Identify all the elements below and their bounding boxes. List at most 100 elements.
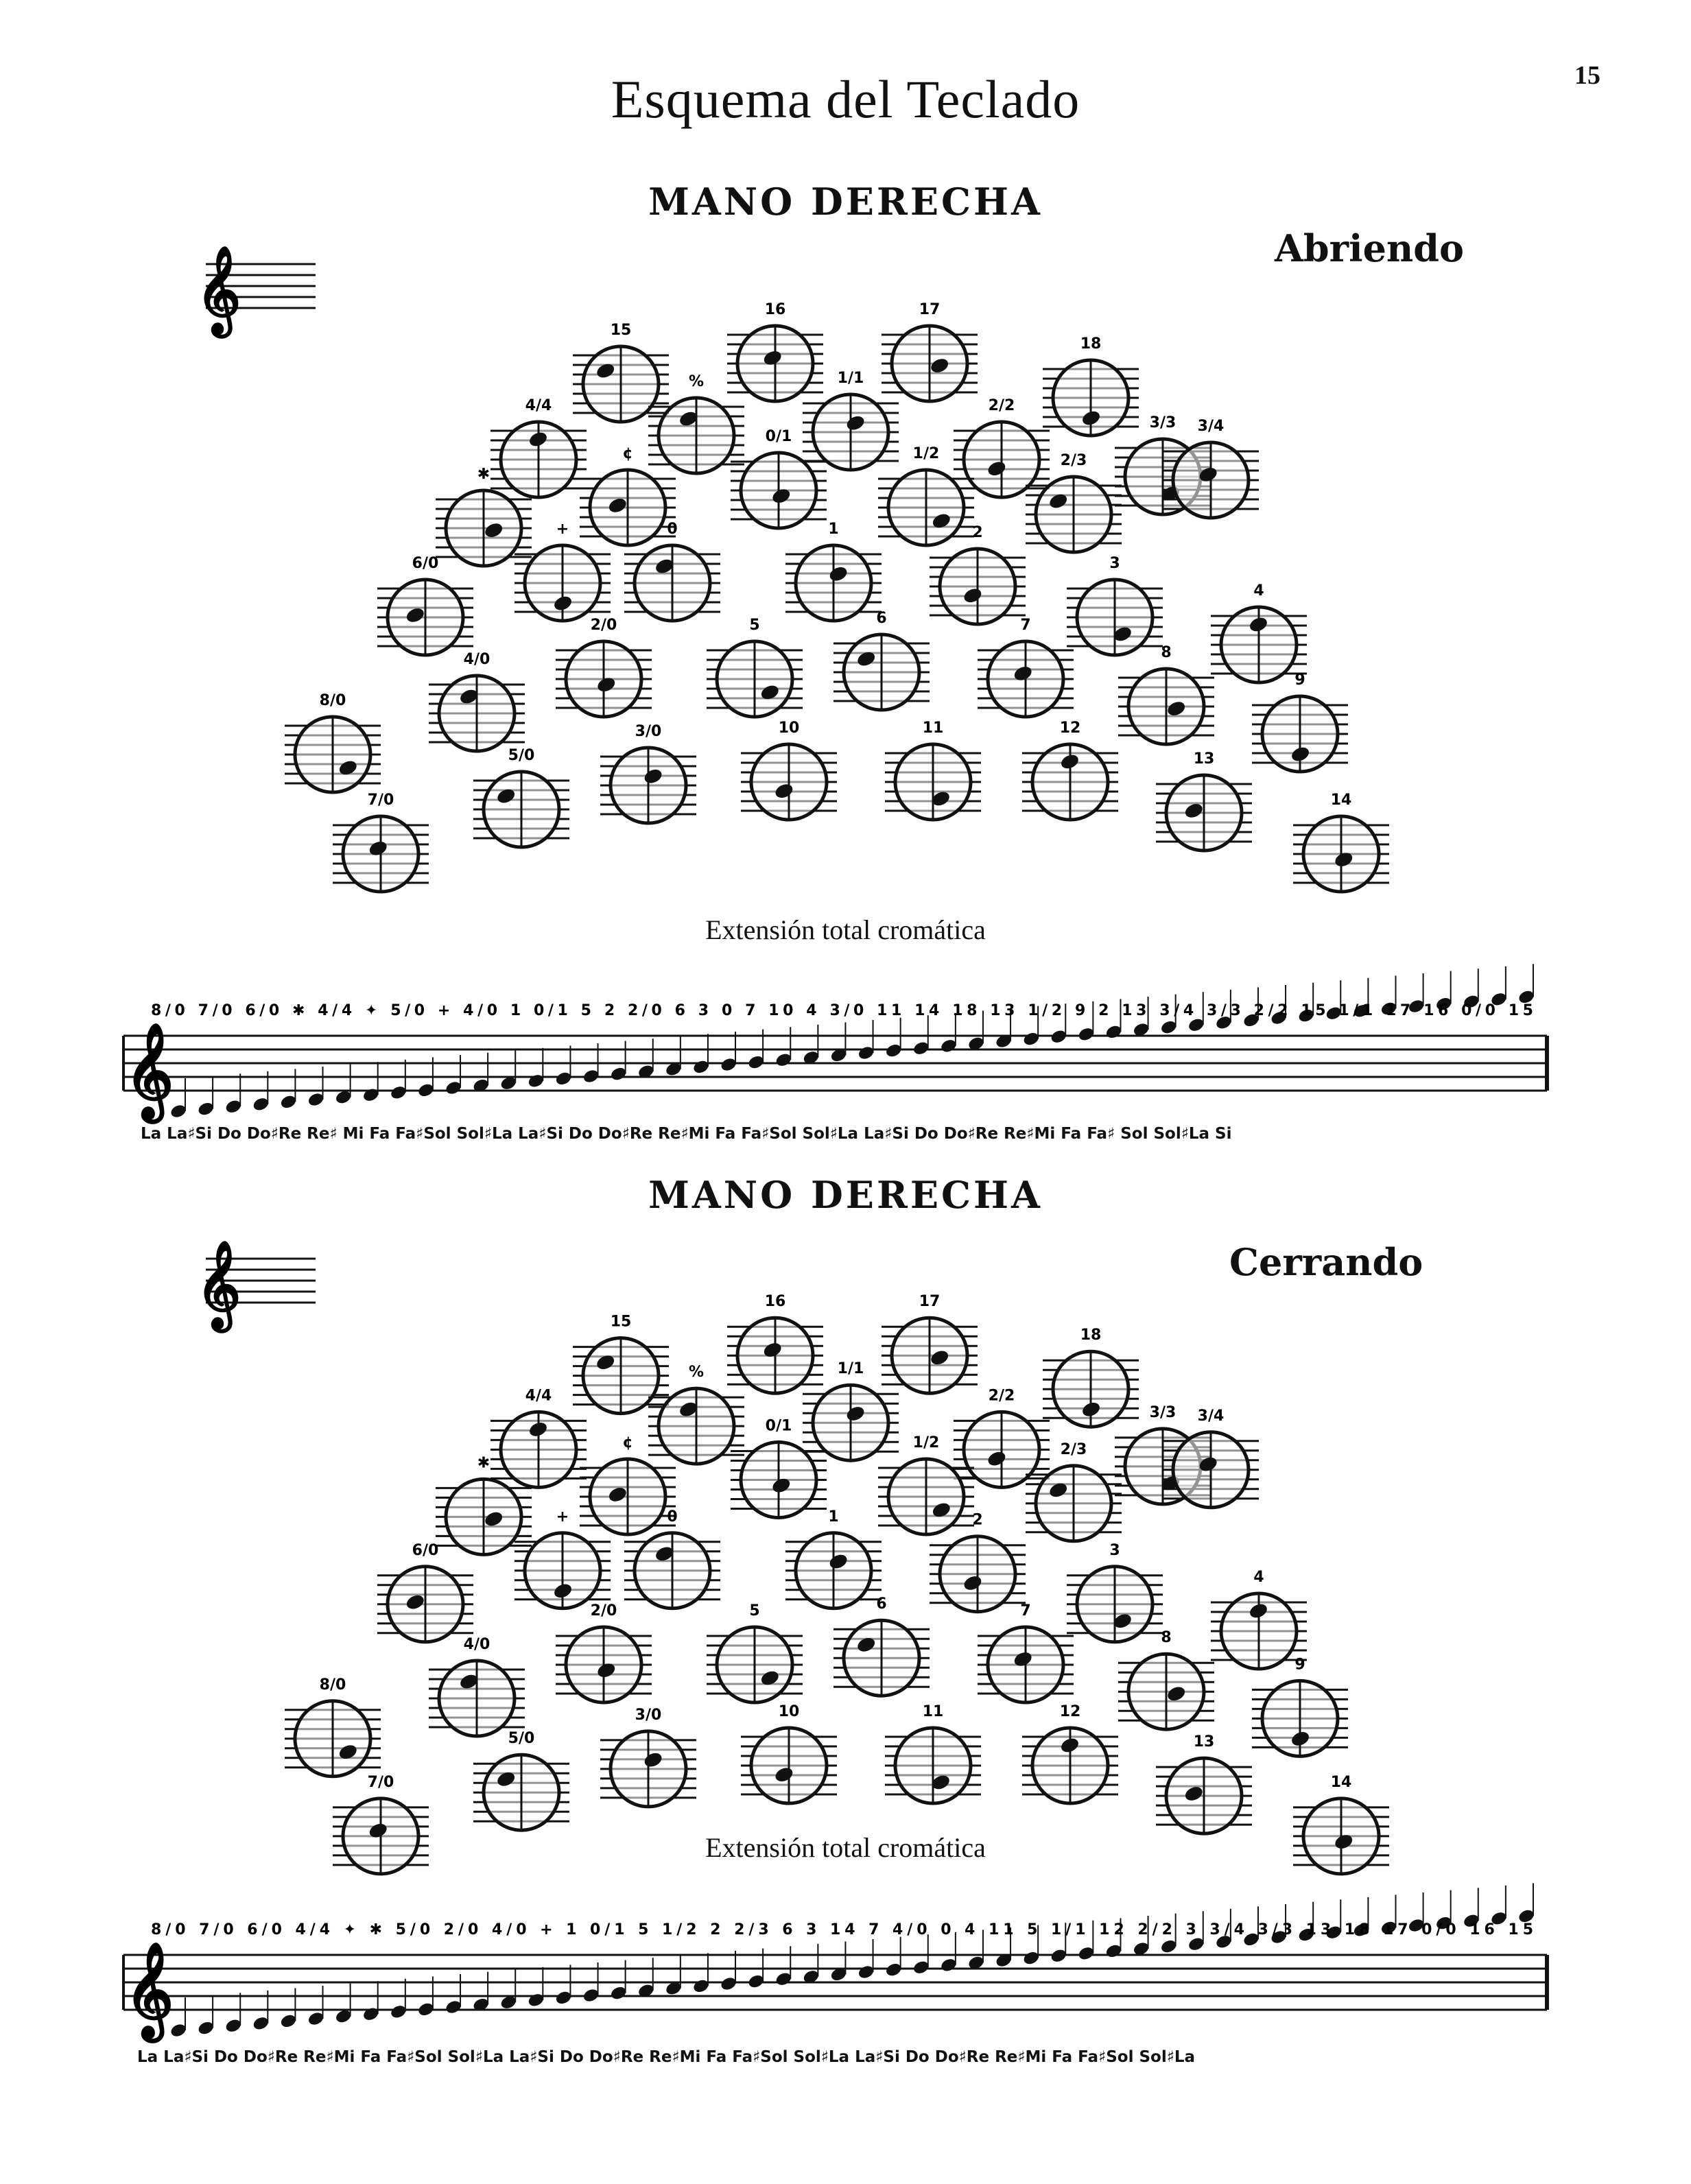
note-head	[391, 2006, 406, 2018]
button-label: 2/0	[591, 617, 617, 634]
note-head	[308, 2013, 324, 2025]
button-label: 1	[828, 521, 838, 538]
keyboard-button: 0	[624, 521, 720, 623]
button-label: 4	[1253, 1569, 1264, 1586]
page-title: Esquema del Teclado	[611, 69, 1080, 129]
keyboard-button: 6/0	[377, 1542, 473, 1644]
note-head	[666, 1982, 681, 1995]
keyboard-button: 13	[1156, 750, 1252, 853]
button-label: 3/4	[1198, 418, 1225, 435]
section-2-direction: Cerrando	[1229, 1240, 1423, 1284]
button-label: 3/0	[635, 723, 662, 740]
button-label: +	[556, 521, 569, 538]
keyboard-button: 18	[1043, 335, 1139, 438]
keyboard-button: 3/4	[1163, 418, 1259, 520]
keyboard-button: ¢	[580, 1434, 676, 1536]
note-head	[528, 1994, 543, 2006]
note-head	[418, 1084, 434, 1097]
button-label: 3	[1109, 555, 1120, 572]
note-head	[226, 2019, 241, 2032]
keyboard-button: 2/2	[954, 1387, 1050, 1489]
note-head	[694, 1980, 709, 1993]
keyboard-button: 5	[707, 617, 803, 719]
button-label: 1/1	[838, 1360, 864, 1377]
button-label: 17	[919, 301, 941, 318]
keyboard-button: 2/0	[556, 1602, 652, 1705]
note-head	[941, 1959, 956, 1971]
button-label: 15	[611, 322, 632, 339]
note-head	[1271, 1931, 1286, 1943]
button-label: 3/3	[1150, 414, 1176, 431]
chromatic-staff: 𝄞	[122, 1883, 1549, 2043]
scale-button-numbers: 8/0 7/0 6/0 4/4 ✦ ✱ 5/0 2/0 4/0 + 1 0/1 …	[151, 1921, 1533, 1938]
note-head	[1464, 995, 1479, 1008]
keyboard-button: 3/4	[1163, 1408, 1259, 1510]
button-label: 6	[876, 610, 886, 627]
keyboard-button: 11	[885, 720, 981, 822]
note-head	[748, 1056, 764, 1069]
note-head	[914, 1961, 929, 1973]
note-head	[694, 1060, 709, 1073]
note-head	[969, 1037, 984, 1050]
note-head	[473, 1079, 488, 1092]
note-head	[859, 1966, 874, 1978]
section-1-extension-label: Extensión total cromática	[705, 914, 986, 945]
note-head	[831, 1049, 846, 1062]
keyboard-button: 11	[885, 1703, 981, 1805]
note-head	[336, 1091, 351, 1104]
note-head	[1326, 1007, 1341, 1019]
note-head	[1244, 1014, 1259, 1027]
button-label: 12	[1060, 720, 1081, 737]
keyboard-button: 7	[978, 1602, 1074, 1705]
note-head	[336, 2010, 351, 2023]
note-head	[969, 1956, 984, 1969]
note-head	[611, 1986, 626, 1999]
button-label: 4/4	[525, 397, 552, 414]
note-head	[1326, 1926, 1341, 1938]
note-head	[748, 1975, 764, 1988]
keyboard-button: 2/0	[556, 617, 652, 719]
note-head	[1409, 1000, 1424, 1012]
note-head	[996, 1035, 1011, 1047]
keyboard-button: 6/0	[377, 555, 473, 657]
keyboard-button: 0	[624, 1508, 720, 1611]
keyboard-button: 13	[1156, 1733, 1252, 1836]
keyboard-button: 18	[1043, 1327, 1139, 1429]
keyboard-button: 9	[1252, 672, 1348, 774]
note-head	[914, 1042, 929, 1054]
note-head	[666, 1063, 681, 1076]
chromatic-scale-opening: 𝄞8/0 7/0 6/0 ✱ 4/4 ✦ 5/0 + 4/0 1 0/1 5 2…	[122, 964, 1549, 1124]
button-label: 10	[779, 720, 800, 737]
button-label: 10	[779, 1703, 800, 1720]
note-head	[721, 1978, 736, 1990]
button-label: 6	[876, 1595, 886, 1613]
button-label: 13	[1194, 750, 1215, 768]
svg-text:𝄞: 𝄞	[196, 246, 241, 339]
note-head	[391, 1087, 406, 1099]
keyboard-button: 5/0	[473, 1730, 569, 1832]
note-head	[1051, 1030, 1066, 1043]
note-head	[473, 1998, 488, 2011]
button-label: 4/4	[525, 1387, 552, 1404]
button-label: 3/4	[1198, 1408, 1225, 1425]
note-head	[1381, 1002, 1397, 1015]
note-head	[831, 1968, 846, 1981]
keyboard-button: 7/0	[333, 792, 429, 894]
note-head	[1409, 1919, 1424, 1932]
button-label: 18	[1080, 1327, 1102, 1344]
keyboard-button: 15	[573, 322, 669, 424]
keyboard-button: 3/0	[600, 1707, 696, 1809]
button-label: 9	[1294, 672, 1305, 689]
button-label: 17	[919, 1293, 941, 1310]
keyboard-button: 1	[785, 521, 882, 623]
keyboard-button: 3	[1067, 1542, 1163, 1644]
note-head	[639, 1984, 654, 1997]
button-label: 8	[1161, 1629, 1171, 1646]
svg-text:𝄞: 𝄞	[196, 1240, 241, 1333]
note-head	[584, 1070, 599, 1082]
keyboard-button: 5	[707, 1602, 803, 1705]
note-head	[886, 1963, 901, 1976]
button-label: 2/2	[989, 1387, 1015, 1404]
button-label: 0/1	[766, 1418, 792, 1435]
button-label: 2/2	[989, 397, 1015, 414]
